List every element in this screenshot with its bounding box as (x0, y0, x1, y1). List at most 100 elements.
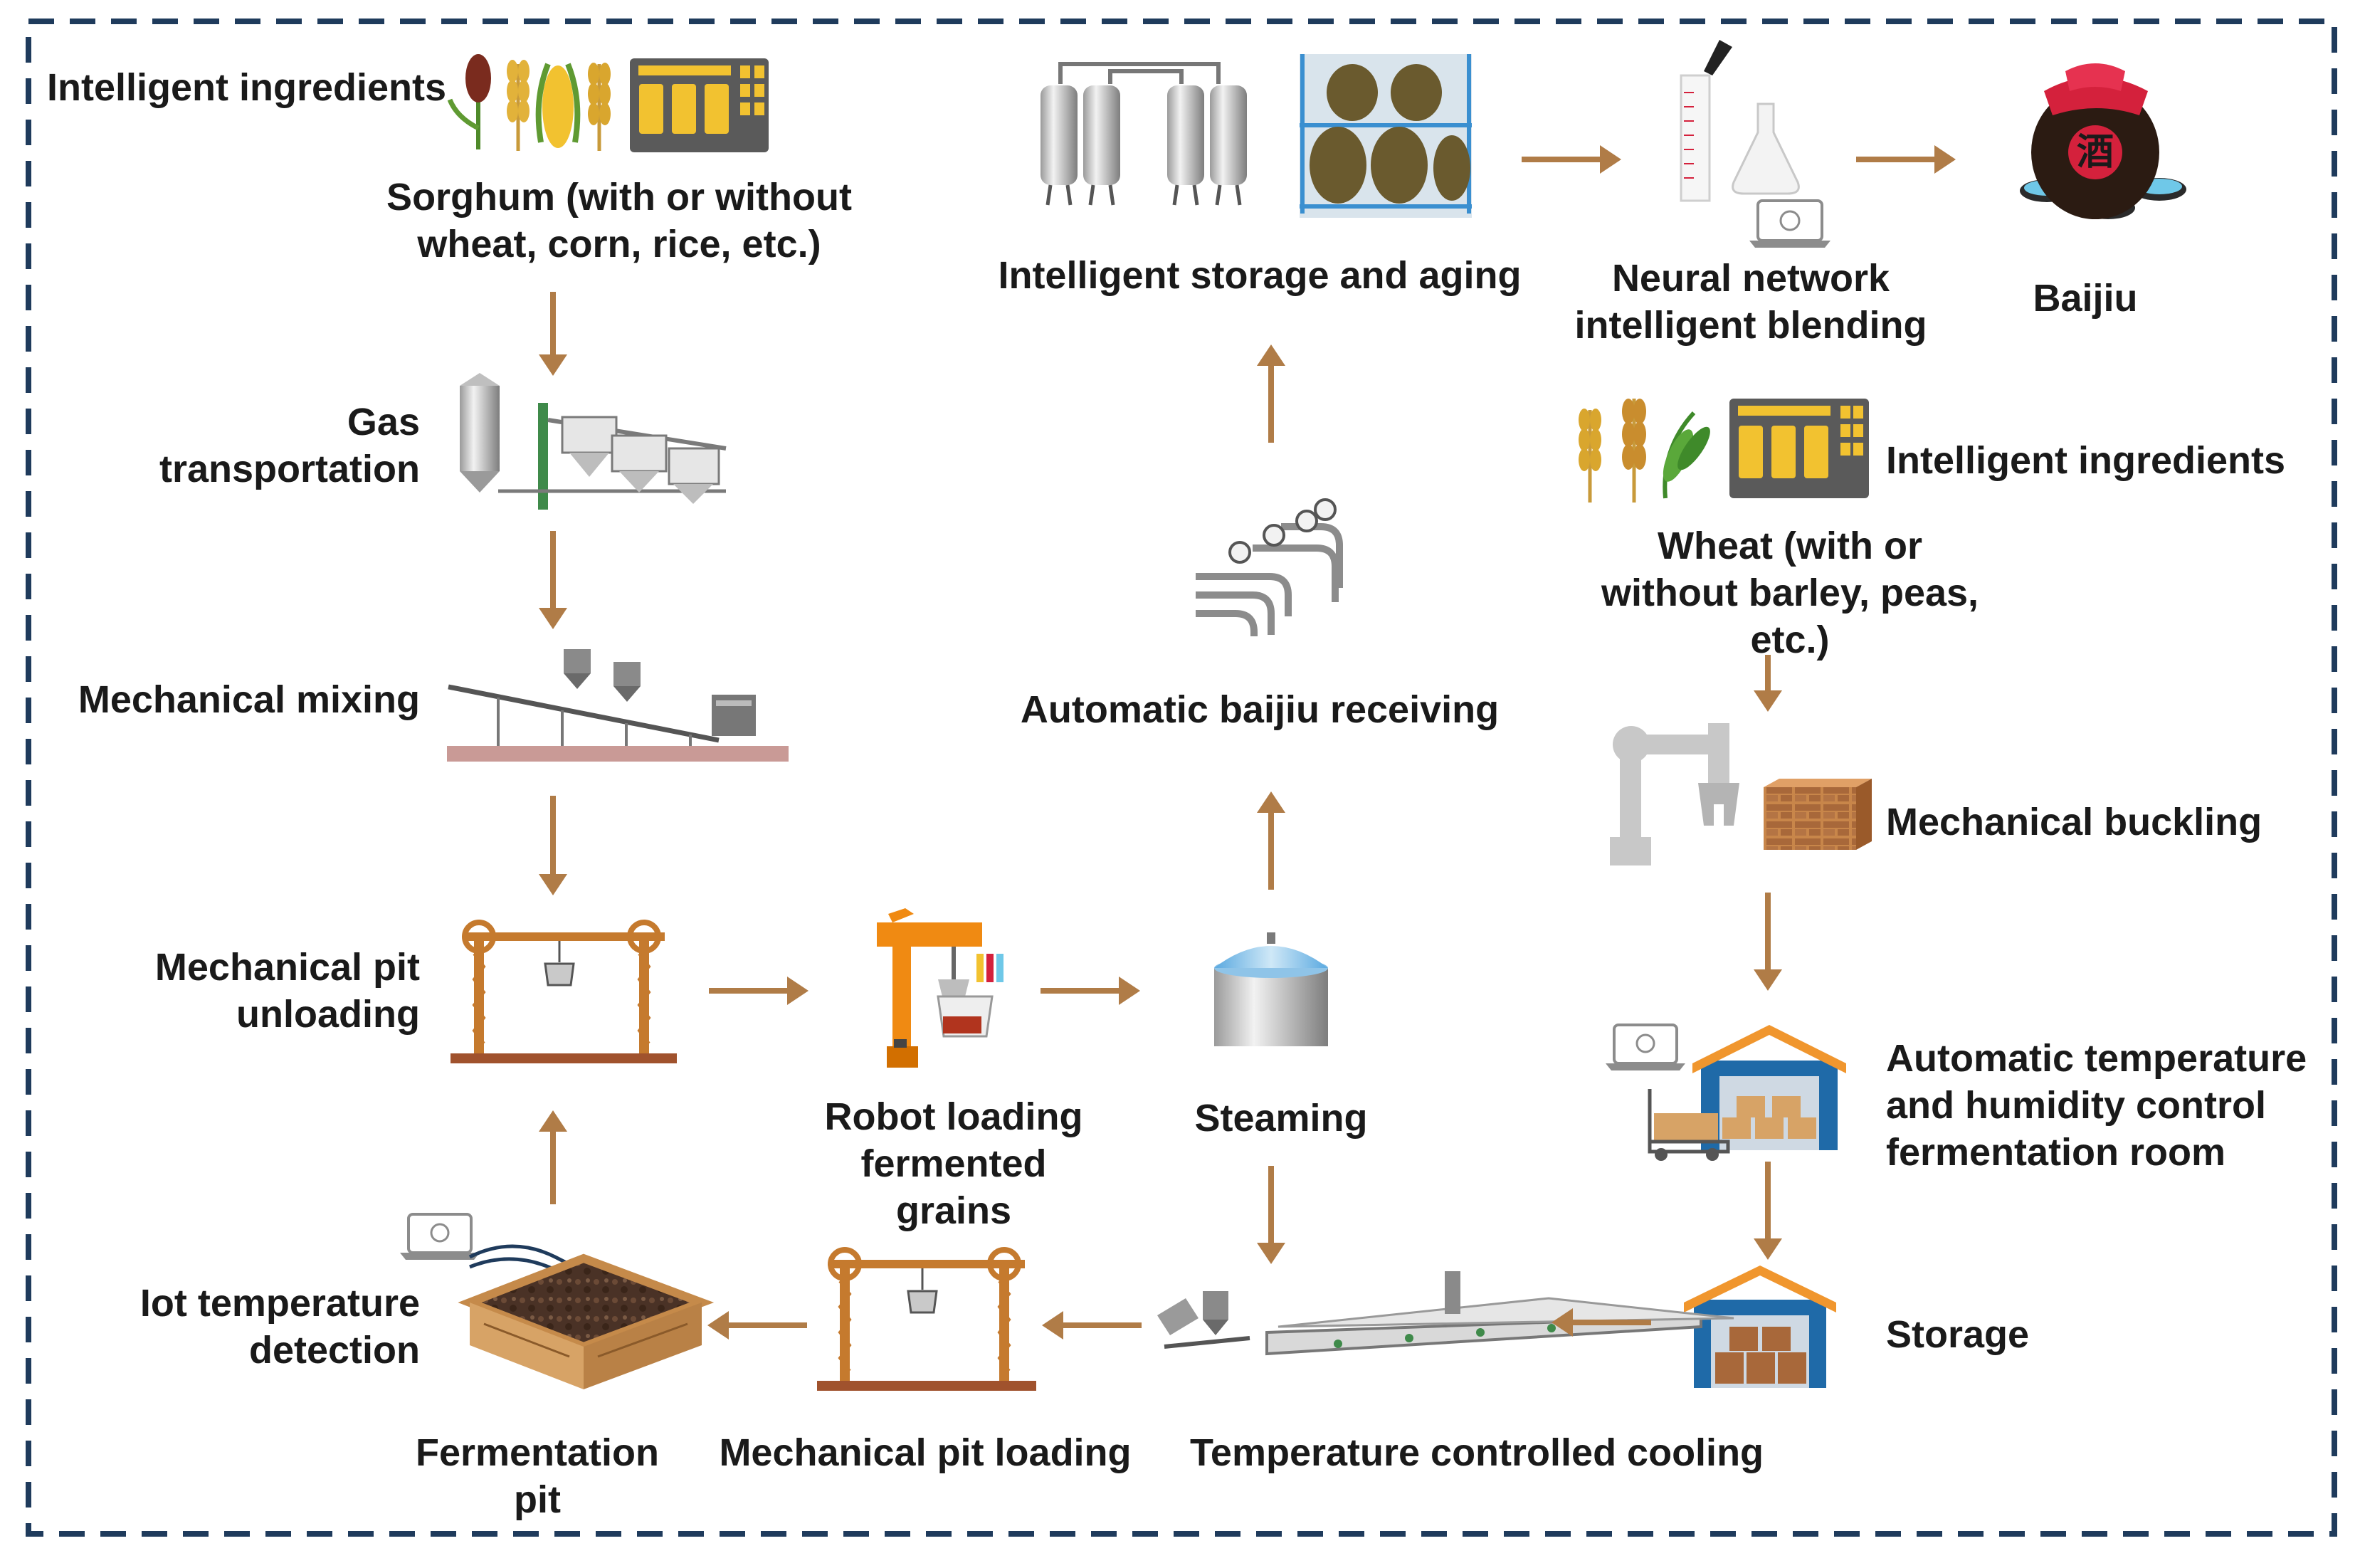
flow-arrow (1041, 977, 1140, 1005)
node-label-line: Intelligent ingredients (47, 66, 447, 109)
flow-arrow-head (539, 874, 567, 895)
ingredient-silo-icon (630, 58, 769, 152)
node-label-line: detection (248, 1329, 420, 1372)
flow-arrow (539, 531, 567, 629)
node-iot-temperature-detection: Iot temperature detection (107, 1280, 420, 1374)
flow-arrow (539, 292, 567, 376)
flow-arrow-head (539, 608, 567, 629)
loading-robot-icon (877, 908, 1003, 1068)
node-label-line: pit (514, 1478, 561, 1521)
node-robot-loading: Robot loading fermented grains (811, 1093, 1096, 1234)
flow-arrow (1754, 893, 1782, 991)
flow-arrow (709, 977, 808, 1005)
flow-arrow (1856, 145, 1956, 174)
node-label-line: Neural network (1611, 257, 1890, 300)
gantry-crane-icon (451, 920, 677, 1063)
flow-arrow (1042, 1311, 1142, 1340)
aging-jars-rack-icon (1300, 54, 1472, 218)
flow-arrow-head (1754, 1238, 1782, 1260)
node-label-line: Mechanical pit loading (719, 1431, 1132, 1474)
node-wheat: Wheat (with or without barley, peas, etc… (1516, 522, 2064, 663)
node-label-line: Temperature controlled cooling (1189, 1431, 1764, 1474)
node-label-line: Mechanical buckling (1886, 801, 2262, 843)
flow-arrow-head (539, 1110, 567, 1132)
node-mechanical-pit-loading: Mechanical pit loading (697, 1429, 1153, 1476)
wheat-icon (1579, 409, 1601, 503)
flow-arrow (1257, 791, 1285, 890)
cooling-conveyor-icon (1157, 1271, 1734, 1356)
flow-arrow-head (1257, 344, 1285, 366)
node-label-line: Gas (347, 401, 420, 443)
flow-arrow (1754, 1162, 1782, 1260)
sorghum-icon (447, 54, 491, 149)
node-label-line: fermentation room (1886, 1131, 2226, 1174)
node-label-line: Storage (1886, 1313, 2030, 1356)
warehouse-icon (1684, 1266, 1836, 1388)
flow-arrow (1552, 1308, 1651, 1337)
steamer-icon (1214, 932, 1328, 1046)
node-label-line: Fermentation (415, 1431, 660, 1474)
jar-character: 酒 (2076, 131, 2114, 174)
flow-arrow (1257, 1166, 1285, 1264)
flow-arrow (539, 1110, 567, 1204)
node-mechanical-mixing: Mechanical mixing (57, 676, 420, 723)
peas-icon (1663, 411, 1710, 499)
node-label-line: and humidity control (1886, 1084, 2266, 1127)
flow-arrow (707, 1311, 807, 1340)
flow-arrow-head (1754, 690, 1782, 712)
pneumatic-conveyor-icon (460, 373, 727, 510)
qu-bricks-icon (1764, 779, 1872, 850)
node-label-line: Automatic temperature (1886, 1037, 2307, 1080)
flow-arrow-head (1600, 145, 1621, 174)
node-fermentation-pit: Fermentation pit (395, 1429, 680, 1523)
node-label-line: Iot temperature (139, 1282, 420, 1325)
flow-arrow-head (1934, 145, 1956, 174)
flow-arrow-head (1552, 1308, 1573, 1337)
graduated-cylinder-icon (1680, 40, 1732, 202)
node-label-line: Robot loading (824, 1095, 1083, 1138)
node-temperature-controlled-cooling: Temperature controlled cooling (1174, 1429, 1779, 1476)
ingredient-silo-icon (1729, 399, 1869, 498)
flow-arrow (1257, 344, 1285, 443)
node-label-line: transportation (159, 448, 420, 490)
flow-arrow-head (539, 354, 567, 376)
flow-arrow (1522, 145, 1621, 174)
node-sorghum: Sorghum (with or without wheat, corn, ri… (370, 174, 868, 268)
flow-arrow-head (787, 977, 808, 1005)
wheat-icon (588, 63, 611, 151)
node-label-line: Sorghum (with or without (386, 176, 852, 219)
node-intelligent-ingredients-2: Intelligent ingredients (1886, 437, 2285, 484)
robot-arm-icon (1610, 723, 1739, 865)
node-label-line: Baijiu (2033, 277, 2138, 320)
flow-arrow-head (1754, 969, 1782, 991)
warehouse-icon (1648, 1025, 1846, 1161)
node-label-line: wheat, corn, rice, etc.) (417, 223, 821, 265)
barley-icon (1622, 399, 1646, 503)
node-label-line: intelligent blending (1574, 304, 1927, 347)
node-label-line: fermented (860, 1142, 1047, 1185)
node-label-line: unloading (236, 993, 420, 1036)
node-label-line: Intelligent ingredients (1886, 439, 2286, 482)
node-label-line: Wheat (with or (1658, 525, 1922, 567)
storage-tanks-icon (1041, 62, 1247, 206)
node-label-line: Mechanical pit (154, 946, 420, 989)
mixing-line-icon (447, 649, 789, 762)
flow-arrow-head (1257, 1243, 1285, 1264)
node-intelligent-storage-aging: Intelligent storage and aging (982, 252, 1537, 299)
baijiu-jar-icon (2020, 63, 2186, 219)
node-label-line: Automatic baijiu receiving (1020, 688, 1500, 731)
flow-arrow-head (707, 1311, 729, 1340)
flow-arrow (539, 796, 567, 895)
flow-arrows (539, 145, 1956, 1340)
node-label-line: Mechanical mixing (78, 678, 420, 721)
flask-icon (1732, 102, 1800, 195)
node-intelligent-ingredients-1: Intelligent ingredients (47, 64, 446, 111)
flow-arrow-head (1042, 1311, 1063, 1340)
node-gas-transportation: Gas transportation (107, 399, 420, 493)
laptop-icon (1749, 199, 1830, 248)
node-neural-network-blending: Neural network intelligent blending (1544, 255, 1957, 349)
node-baijiu: Baijiu (1986, 275, 2185, 322)
flow-arrow-head (1119, 977, 1140, 1005)
